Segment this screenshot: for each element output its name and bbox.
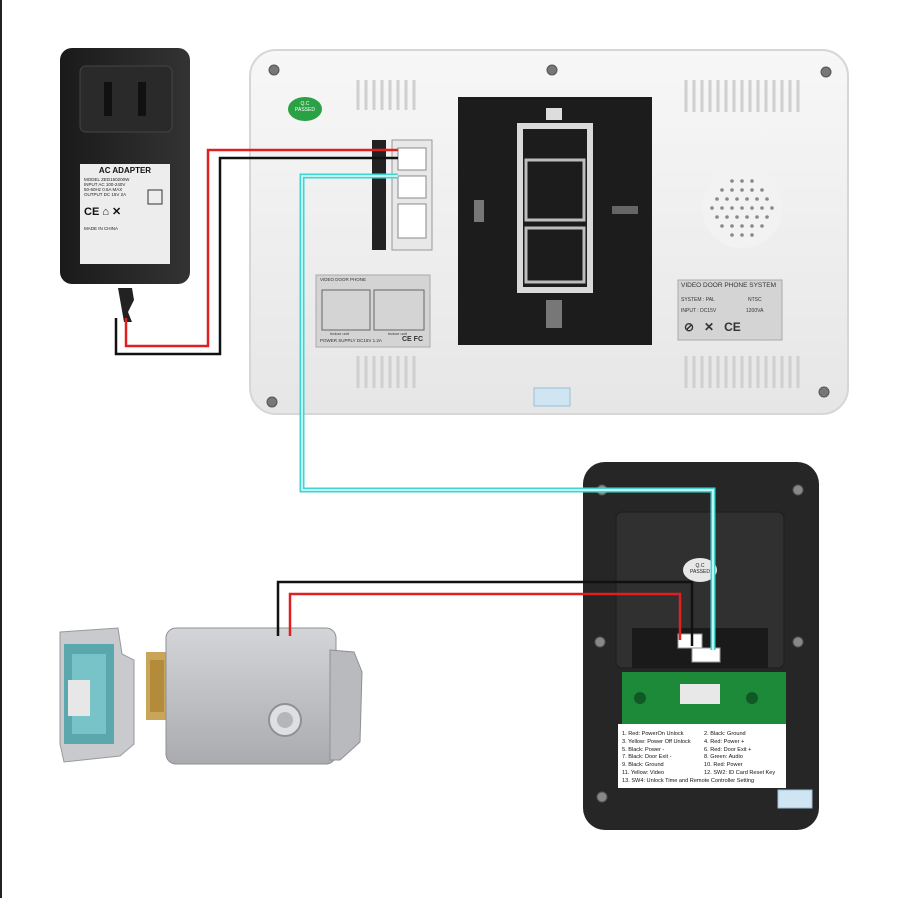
legend-cell: 11. Yellow: Video: [622, 769, 665, 776]
outdoor-unit: [583, 462, 819, 830]
ce-mark-icon: CE ⌂ ✕: [84, 206, 122, 218]
legend-row: 7. Black: Door Exit - 8. Green: Audio: [622, 754, 786, 762]
wire-red-lock: [288, 592, 682, 640]
adapter-label: [80, 164, 170, 264]
wiring-left-label: Indoor unit: [330, 331, 349, 336]
qc-line-1: Q.C: [300, 101, 310, 107]
adapter-made-in: MADE IN CHINA: [84, 226, 119, 231]
wires: [114, 148, 716, 650]
qc-line-2: PASSED: [295, 107, 315, 113]
power-supply-label: POWER SUPPLY DC15V 1.2A: [320, 338, 382, 343]
wiring-legend: 1. Red: PowerOn Unlock 2. Black: Ground 3.…: [622, 731, 786, 786]
legend-cell: 13. SW4: Unlock Time and Remote Controll…: [622, 777, 755, 784]
speaker-grille: [702, 168, 782, 248]
adapter-model: MODEL ZED150200W: [84, 177, 130, 182]
monitor-screws: [266, 64, 832, 408]
outdoor-qc-line-1: Q.C: [695, 563, 705, 569]
legend-cell: 10. Red: Power: [704, 762, 743, 769]
system-ntsc: NTSC: [748, 297, 762, 303]
legend-cell: 7. Black: Door Exit -: [622, 754, 672, 761]
legend-cell: 12. SW2: ID Card Reset Key: [704, 769, 776, 776]
qc-sticker: [288, 97, 322, 121]
legend-cell: 9. Black: Ground: [622, 762, 664, 769]
wire-red-power: [124, 148, 398, 348]
wiring-label-plate: [315, 274, 431, 348]
legend-row: 9. Black: Ground 10. Red: Power: [622, 762, 786, 770]
adapter-label-text: AC ADAPTER MODEL ZED150200W INPUT AC 100…: [80, 166, 170, 231]
legend-row: 5. Black: Power - 6. Red: Door Exit +: [622, 747, 786, 755]
outdoor-qc-text: Q.C PASSED: [684, 563, 716, 575]
legend-cell: 5. Black: Power -: [622, 746, 665, 753]
ce-fc-mark: CE FC: [402, 336, 423, 343]
spec-title: VIDEO DOOR PHONE SYSTEM: [681, 282, 776, 289]
brand-sticker: [533, 387, 571, 407]
image-border: [0, 0, 2, 898]
adapter-output: OUTPUT DC 15V 2A: [84, 192, 127, 197]
monitor-vents: [356, 80, 800, 388]
legend-cell: 6. Red: Door Exit +: [704, 746, 752, 753]
indoor-monitor: [249, 49, 849, 415]
wiring-legend-card: [618, 724, 786, 788]
wiring-title: VIDEO DOOR PHONE: [320, 277, 367, 282]
certification-icons: ⊘ ✕ CE: [684, 320, 741, 334]
adapter-title: AC ADAPTER: [98, 166, 152, 175]
legend-cell: 4. Red: Power +: [704, 738, 745, 745]
system-label: SYSTEM : PAL: [681, 297, 715, 303]
legend-cell: 8. Green: Audio: [704, 754, 743, 761]
wire-black-lock: [276, 580, 694, 646]
wall-bracket: [458, 97, 652, 345]
input-label: INPUT : DC15V: [681, 308, 717, 314]
power-value: 1200VA: [746, 308, 764, 314]
wiring-right-label: Indoor unit: [388, 331, 407, 336]
adapter-freq: 50-60Hz 0.5A MAX: [84, 187, 123, 192]
legend-cell: 3. Yellow: Power Off Unlock: [622, 738, 691, 745]
outdoor-brand-sticker: [777, 789, 813, 809]
legend-cell: 1. Red: PowerOn Unlock: [622, 731, 684, 737]
ac-adapter: [60, 48, 190, 322]
outdoor-qc-sticker: [683, 558, 717, 582]
legend-row: 13. SW4: Unlock Time and Remote Controll…: [622, 778, 786, 786]
monitor-qc-text: Q.C PASSED: [289, 101, 321, 113]
legend-cell: 2. Black: Ground: [704, 731, 746, 737]
outdoor-qc-line-2: PASSED: [690, 569, 710, 575]
legend-row: 11. Yellow: Video 12. SW2: ID Card Reset …: [622, 770, 786, 778]
wire-black-ground: [114, 156, 398, 356]
legend-row: 3. Yellow: Power Off Unlock 4. Red: Power…: [622, 739, 786, 747]
electric-lock: [59, 627, 363, 765]
spec-label-plate: [677, 279, 783, 341]
legend-row: 1. Red: PowerOn Unlock 2. Black: Ground: [622, 731, 786, 739]
adapter-input: INPUT AC 100-240V: [84, 182, 126, 187]
